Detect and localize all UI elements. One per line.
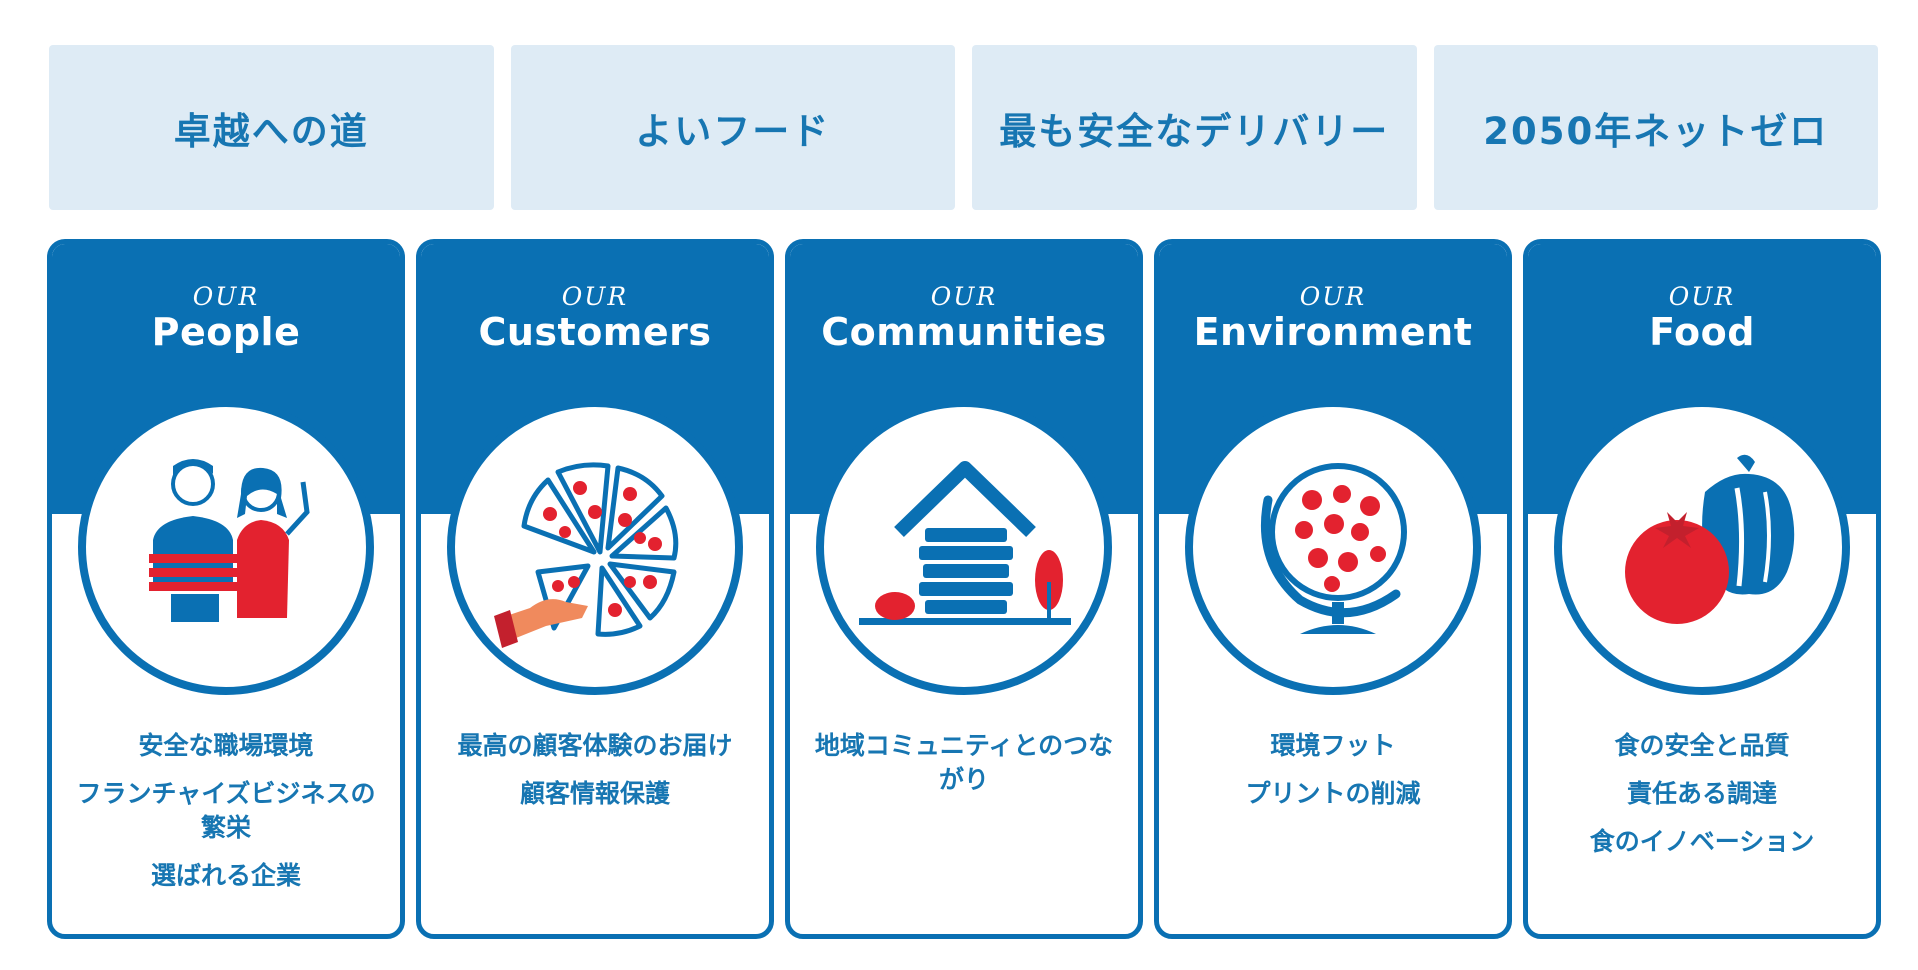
- our-label: OUR: [561, 282, 629, 311]
- card-title: OUR Customers: [421, 284, 769, 351]
- card-item: プリントの削減: [1245, 779, 1421, 808]
- card-item: 責任ある調達: [1626, 779, 1777, 808]
- card-title: OUR Food: [1528, 284, 1876, 351]
- card-item: 選ばれる企業: [150, 861, 301, 890]
- card-title-text: People: [151, 310, 301, 354]
- card-item: 食の安全と品質: [1614, 731, 1790, 760]
- our-label: OUR: [192, 282, 260, 311]
- our-label: OUR: [930, 282, 998, 311]
- card-item: 顧客情報保護: [519, 779, 670, 808]
- card-items: 地域コミュニティとのつながり: [808, 729, 1120, 811]
- card-environment: OUR Environment 環境フット プリントの削減: [1154, 239, 1512, 939]
- our-label: OUR: [1299, 282, 1367, 311]
- card-title-text: Customers: [478, 310, 712, 354]
- card-title-text: Environment: [1193, 310, 1473, 354]
- card-title: OUR People: [52, 284, 400, 351]
- illustration-circle: [447, 399, 743, 695]
- card-item: 環境フット: [1270, 731, 1396, 760]
- pizza-icon: [494, 462, 679, 648]
- globe-icon: [1260, 463, 1407, 634]
- pillar-row: 卓越への道 よいフード 最も安全なデリバリー 2050年ネットゼロ: [49, 45, 1878, 210]
- card-items: 最高の顧客体験のお届け 顧客情報保護: [439, 729, 751, 825]
- card-title: OUR Environment: [1159, 284, 1507, 351]
- card-title-text: Food: [1649, 310, 1755, 354]
- card-items: 食の安全と品質 責任ある調達 食のイノベーション: [1546, 729, 1858, 873]
- card-communities: OUR Communities 地域コミュニティとのつながり: [785, 239, 1143, 939]
- card-people: OUR People 安全な職場環境 フランチャイズビジネスの: [47, 239, 405, 939]
- card-items: 環境フット プリントの削減: [1177, 729, 1489, 825]
- focus-cards: OUR People 安全な職場環境 フランチャイズビジネスの: [47, 239, 1881, 939]
- card-food: OUR Food 食の安全と品質 責任ある調達 食のイノベーション: [1523, 239, 1881, 939]
- card-item: 食のイノベーション: [1589, 827, 1815, 856]
- pillar-safe-delivery: 最も安全なデリバリー: [972, 45, 1417, 210]
- pillar-net-zero: 2050年ネットゼロ: [1433, 45, 1878, 210]
- card-item: フランチャイズビジネスの繁栄: [76, 779, 376, 842]
- card-item: 安全な職場環境: [138, 731, 314, 760]
- pillar-excellence: 卓越への道: [49, 45, 494, 210]
- card-item: 地域コミュニティとのつながり: [814, 731, 1114, 794]
- people-icon: [149, 459, 310, 622]
- illustration-circle: [1185, 399, 1481, 695]
- card-title: OUR Communities: [790, 284, 1138, 351]
- illustration-circle: [816, 399, 1112, 695]
- card-title-text: Communities: [821, 310, 1107, 354]
- pillar-good-food: よいフード: [510, 45, 955, 210]
- card-customers: OUR Customers: [416, 239, 774, 939]
- our-label: OUR: [1668, 282, 1736, 311]
- house-icon: [859, 461, 1071, 625]
- illustration-circle: [78, 399, 374, 695]
- card-item: 最高の顧客体験のお届け: [457, 731, 733, 760]
- card-items: 安全な職場環境 フランチャイズビジネスの繁栄 選ばれる企業: [70, 729, 382, 907]
- vegetables-icon: [1625, 454, 1795, 624]
- illustration-circle: [1554, 399, 1850, 695]
